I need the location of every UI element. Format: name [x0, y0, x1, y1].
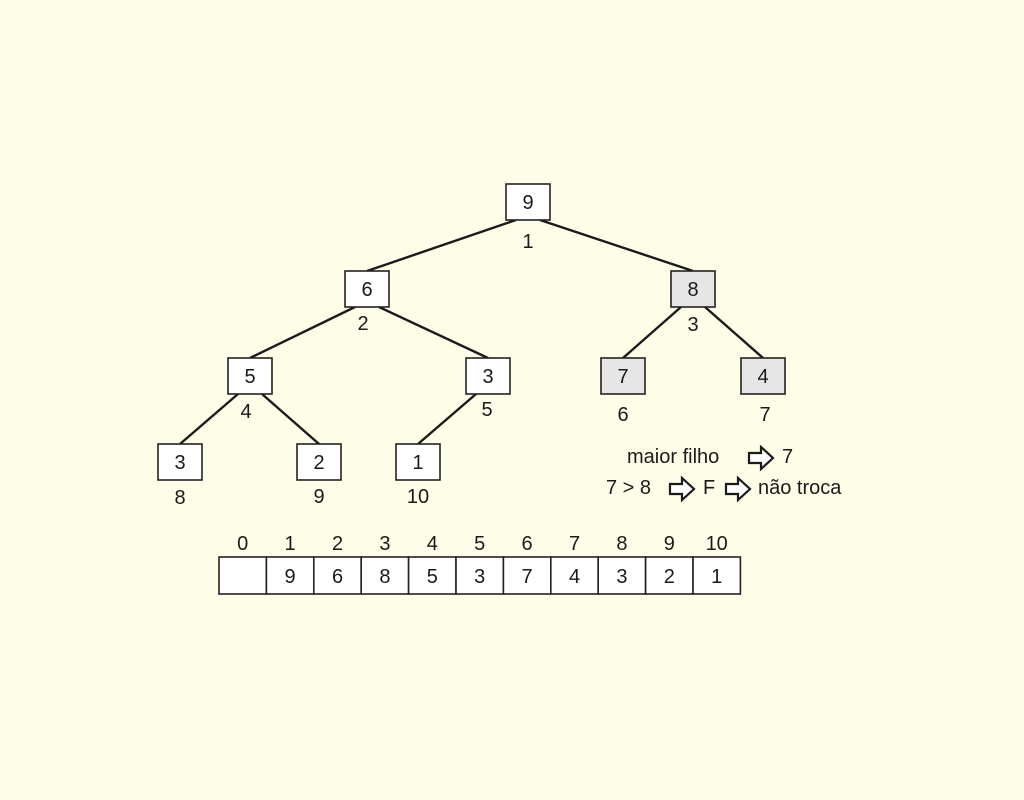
annotation-line1-result: 7	[782, 446, 793, 468]
tree-node-box	[465, 357, 511, 395]
tree-node-index: 3	[687, 314, 698, 336]
array-index-label: 6	[522, 533, 533, 555]
array-cell	[502, 556, 552, 595]
array-index-label: 8	[616, 533, 627, 555]
tree-edge-3-6	[622, 306, 682, 359]
array-cell	[692, 556, 742, 595]
tree-node-box	[740, 357, 786, 395]
tree-edge-5-10	[417, 393, 477, 445]
tree-node-box	[157, 443, 203, 481]
tree-edge-2-5	[378, 305, 489, 360]
array-cell-value: 1	[711, 566, 722, 588]
tree-node-7: 47	[740, 357, 786, 426]
array-cell	[360, 556, 410, 595]
tree-node-index: 4	[240, 401, 251, 423]
annotation-line2-outcome: não troca	[758, 477, 842, 499]
annotation-line1-label: maior filho	[627, 446, 719, 468]
right-arrow-icon	[724, 475, 752, 503]
array-cell-value: 4	[569, 566, 580, 588]
tree-node-6: 76	[600, 357, 646, 426]
array-index-label: 9	[664, 533, 675, 555]
tree-node-1: 91	[505, 183, 551, 253]
tree-node-3: 83	[670, 270, 716, 336]
array-cell-value: 9	[285, 566, 296, 588]
tree-node-box	[296, 443, 342, 481]
array-index-label: 2	[332, 533, 343, 555]
array-cell-value: 8	[379, 566, 390, 588]
tree-node-box	[227, 357, 273, 395]
array-cell	[597, 556, 647, 595]
tree-node-box	[505, 183, 551, 221]
tree-node-index: 5	[481, 399, 492, 421]
tree-node-value: 3	[482, 366, 493, 388]
tree-edge-4-9	[261, 393, 320, 445]
array-cell	[455, 556, 505, 595]
array-index-label: 7	[569, 533, 580, 555]
tree-node-box	[600, 357, 646, 395]
tree-node-box	[670, 270, 716, 308]
array-cell	[312, 556, 362, 595]
annotation-line2-comparison: 7 > 8	[606, 477, 651, 499]
array-cell	[407, 556, 457, 595]
right-arrow-icon	[668, 475, 696, 503]
tree-node-index: 1	[522, 231, 533, 253]
array-cell	[218, 556, 268, 595]
array-cell-value: 5	[427, 566, 438, 588]
tree-node-index: 8	[174, 487, 185, 509]
annotation-line2-result: F	[703, 477, 715, 499]
array-index-label: 5	[474, 533, 485, 555]
tree-edge-1-3	[539, 218, 694, 273]
array-cell-value: 3	[616, 566, 627, 588]
tree-node-value: 4	[757, 366, 768, 388]
tree-node-value: 7	[617, 366, 628, 388]
tree-edge-2-4	[249, 305, 356, 360]
tree-node-9: 29	[296, 443, 342, 508]
tree-edge-1-2	[366, 218, 517, 273]
tree-node-4: 54	[227, 357, 273, 423]
tree-node-value: 5	[244, 366, 255, 388]
array-index-label: 0	[237, 533, 248, 555]
tree-node-value: 8	[687, 279, 698, 301]
tree-node-index: 6	[617, 404, 628, 426]
array-cell-value: 2	[664, 566, 675, 588]
tree-node-10: 1 10	[395, 443, 441, 508]
array-index-label: 1	[285, 533, 296, 555]
right-arrow-icon	[747, 444, 775, 472]
tree-node-value: 3	[174, 452, 185, 474]
tree-node-box	[344, 270, 390, 308]
tree-node-8: 38	[157, 443, 203, 509]
tree-node-value: 2	[313, 452, 324, 474]
tree-edges	[179, 218, 764, 445]
tree-node-2: 62	[344, 270, 390, 335]
tree-node-index: 2	[357, 313, 368, 335]
tree-node-index: 9	[313, 486, 324, 508]
array-cell-value: 6	[332, 566, 343, 588]
array-cell-value: 7	[522, 566, 533, 588]
tree-node-value: 9	[522, 192, 533, 214]
array-index-label: 3	[379, 533, 390, 555]
array-cell	[644, 556, 694, 595]
tree-node-index: 10	[407, 486, 429, 508]
tree-node-value: 6	[361, 279, 372, 301]
tree-edge-3-7	[704, 306, 764, 359]
array-cell-value: 3	[474, 566, 485, 588]
tree-node-box	[395, 443, 441, 481]
heap-array: 0 1 2 3 4 5 6 7 8 9 10 9 6 8 5 3 7 4 3 2 1	[218, 533, 742, 595]
array-cell	[549, 556, 599, 595]
array-index-label: 10	[706, 533, 728, 555]
tree-node-5: 35	[465, 357, 511, 421]
array-index-label: 4	[427, 533, 438, 555]
tree-edge-4-8	[179, 393, 239, 445]
tree-node-index: 7	[759, 404, 770, 426]
array-cell	[265, 556, 315, 595]
annotation: maior filho 7 7 > 8 F não troca	[606, 444, 842, 503]
tree-node-value: 1	[412, 452, 423, 474]
